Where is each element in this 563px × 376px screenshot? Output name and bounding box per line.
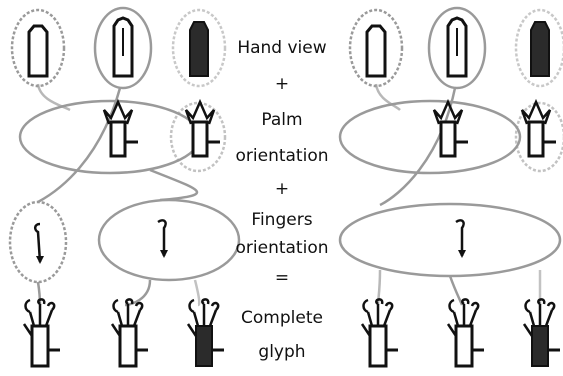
right-fingers-ellipse [338,202,562,278]
left-connector-1 [36,83,71,112]
palm-orientation-icon [432,100,470,158]
caption-glyph: glyph [258,342,306,362]
left-palm-ellipse-small [169,101,227,173]
left-connector-6 [193,279,201,307]
right-connector-3 [448,275,464,306]
right-connector-1 [379,87,457,207]
right-panel [338,6,563,368]
left-connector-2 [37,87,122,204]
caption-hand-view: Hand view [237,38,327,58]
left-connector-5 [124,279,152,307]
caption-equals: = [274,268,290,288]
hand-view-white-icon [365,24,387,78]
palm-orientation-icon [520,100,558,158]
left-panel [8,6,241,368]
right-palm-ellipse [338,99,522,175]
left-hand-view-ellipse-2 [93,6,153,90]
hand-view-dark-icon [189,21,209,77]
fingers-orientation-arrow-icon [156,219,170,260]
complete-glyph-white-icon [22,297,62,368]
right-connector-2 [374,83,401,111]
complete-glyph-white-icon [360,297,400,368]
left-hand-view-ellipse-3 [171,8,227,88]
caption-plus-1: + [274,74,290,94]
caption-palm: Palm [261,110,303,130]
palm-orientation-icon [102,100,140,158]
caption-plus-2: + [274,179,290,199]
left-connector-3 [149,168,199,202]
complete-glyph-white-icon [446,297,486,368]
right-hand-view-ellipse-2 [427,6,487,90]
caption-fingers: Fingers [251,210,313,230]
complete-glyph-white-icon [110,297,150,368]
hand-view-white-tall-icon [446,16,468,78]
left-fingers-ellipse-2 [97,198,241,282]
complete-glyph-dark-icon [522,297,562,368]
caption-palm-orientation: orientation [235,146,329,166]
caption-complete: Complete [241,308,323,328]
hand-view-white-icon [27,24,49,78]
hand-view-dark-icon [530,21,550,77]
right-palm-ellipse-small [514,101,563,173]
fingers-orientation-arrow-icon [454,219,468,260]
fingers-orientation-arrow-icon [33,222,46,266]
right-hand-view-ellipse-3 [514,8,563,88]
hand-view-white-tall-icon [112,16,134,78]
caption-fingers-orientation: orientation [235,238,329,258]
complete-glyph-dark-icon [186,297,226,368]
